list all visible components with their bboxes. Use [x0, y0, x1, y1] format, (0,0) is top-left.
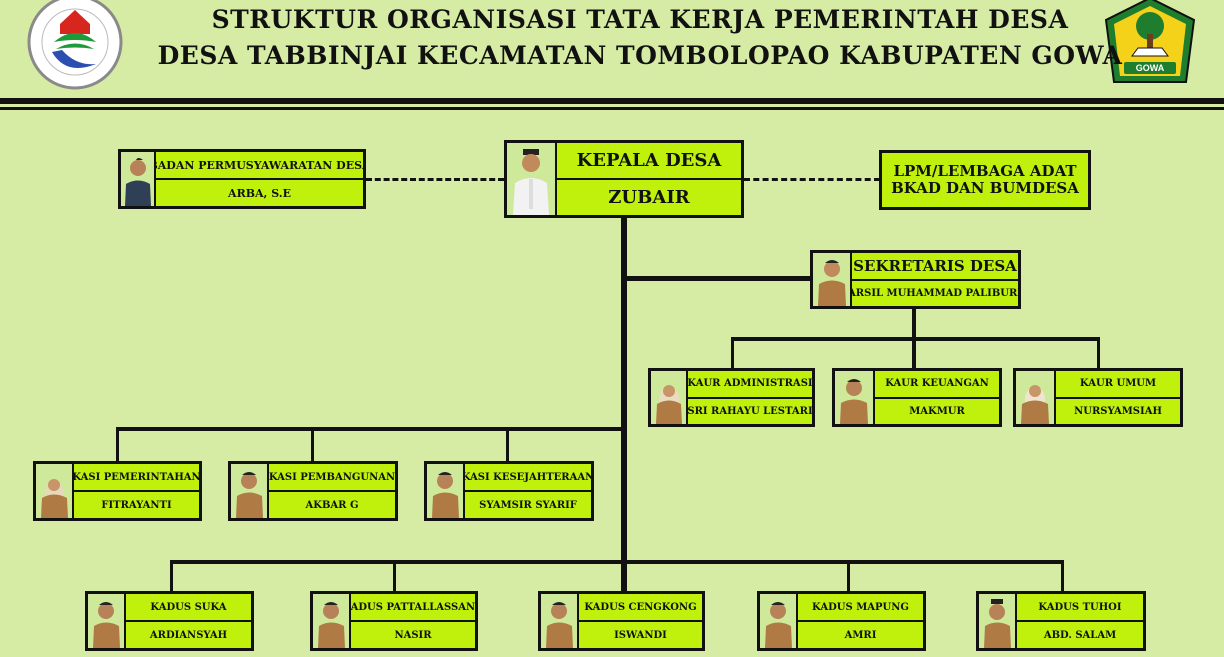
kadus-mapung-title: KADUS MAPUNG — [798, 594, 923, 620]
kadus-cengkong-photo — [541, 594, 577, 648]
kadus-drop-2 — [393, 560, 396, 594]
kaur-umum-photo — [1016, 371, 1054, 424]
node-kadus-cengkong: KADUS CENGKONG ISWANDI — [538, 591, 705, 651]
kaur-drop-3 — [1097, 337, 1100, 370]
page-title-line-1: STRUKTUR ORGANISASI TATA KERJA PEMERINTA… — [211, 5, 1069, 34]
node-kaur-umum: KAUR UMUM NURSYAMSIAH — [1013, 368, 1183, 427]
sekretaris-photo — [813, 253, 850, 306]
header-rule-thick — [0, 98, 1224, 104]
kadus-drop-1 — [170, 560, 173, 594]
bpd-photo — [121, 152, 154, 206]
kasi-kesejahteraan-name: SYAMSIR SYARIF — [465, 492, 591, 518]
kaur-keuangan-photo — [835, 371, 873, 424]
node-kadus-suka: KADUS SUKA ARDIANSYAH — [85, 591, 254, 651]
kasi-pembangunan-title: KASI PEMBANGUNAN — [269, 464, 395, 490]
kasi-pemerintahan-title: KASI PEMERINTAHAN — [74, 464, 199, 490]
gowa-regency-logo: GOWA — [1102, 0, 1198, 88]
kaur-keuangan-title: KAUR KEUANGAN — [875, 371, 999, 397]
page-title-line-2: DESA TABBINJAI KECAMATAN TOMBOLOPAO KABU… — [157, 41, 1123, 70]
partners-line-2: BKAD DAN BUMDESA — [891, 179, 1079, 197]
kadus-suka-name: ARDIANSYAH — [126, 622, 251, 648]
connector-secretary-down — [912, 306, 916, 339]
connector-head-bpd — [366, 178, 504, 181]
kasi-drop-1 — [116, 427, 119, 463]
kasi-kesejahteraan-title: KASI KESEJAHTERAAN — [465, 464, 591, 490]
kaur-umum-name: NURSYAMSIAH — [1056, 398, 1180, 424]
kaur-drop-2 — [912, 337, 916, 370]
node-kaur-administrasi: KAUR ADMINISTRASI SRI RAHAYU LESTARI — [648, 368, 815, 427]
kasi-pembangunan-name: AKBAR G — [269, 492, 395, 518]
trunk-line — [621, 216, 627, 594]
node-kasi-kesejahteraan: KASI KESEJAHTERAAN SYAMSIR SYARIF — [424, 461, 594, 521]
connector-head-partners — [744, 178, 880, 181]
kadus-pattallassang-name: NASIR — [351, 622, 475, 648]
kadus-bar — [170, 560, 1064, 564]
node-kasi-pemerintahan: KASI PEMERINTAHAN FITRAYANTI — [33, 461, 202, 521]
kaur-keuangan-name: MAKMUR — [875, 398, 999, 424]
kasi-pembangunan-photo — [231, 464, 267, 518]
kadus-tuhoi-name: ABD. SALAM — [1017, 622, 1143, 648]
kasi-drop-2 — [311, 427, 314, 463]
node-kadus-mapung: KADUS MAPUNG AMRI — [757, 591, 926, 651]
node-sekretaris: SEKRETARIS DESA ARSIL MUHAMMAD PALIBURI — [810, 250, 1021, 309]
kepala-desa-photo — [507, 143, 555, 215]
bpd-name: ARBA, S.E — [156, 180, 363, 206]
kaur-administrasi-title: KAUR ADMINISTRASI — [688, 371, 812, 397]
kasi-kesejahteraan-photo — [427, 464, 463, 518]
kadus-suka-photo — [88, 594, 124, 648]
gowa-logo-text: GOWA — [1135, 63, 1165, 73]
kadus-suka-title: KADUS SUKA — [126, 594, 251, 620]
kasi-drop-3 — [506, 427, 509, 463]
node-partners: LPM/LEMBAGA ADAT BKAD DAN BUMDESA — [879, 150, 1091, 210]
kepala-desa-title: KEPALA DESA — [557, 143, 741, 178]
kaur-drop-1 — [731, 337, 734, 370]
sekretaris-title: SEKRETARIS DESA — [852, 253, 1018, 279]
kadus-tuhoi-title: KADUS TUHOI — [1017, 594, 1143, 620]
bpd-title: BADAN PERMUSYAWARATAN DESA — [156, 152, 363, 178]
header-rule-thin — [0, 107, 1224, 110]
kadus-pattallassang-title: KADUS PATTALLASSANG — [351, 594, 475, 620]
node-kaur-keuangan: KAUR KEUANGAN MAKMUR — [832, 368, 1002, 427]
kaur-administrasi-name: SRI RAHAYU LESTARI — [688, 398, 812, 424]
sekretaris-name: ARSIL MUHAMMAD PALIBURI — [852, 280, 1018, 306]
kasi-pemerintahan-name: FITRAYANTI — [74, 492, 199, 518]
kadus-drop-5 — [1061, 560, 1064, 594]
kasi-pemerintahan-photo — [36, 464, 72, 518]
kadus-cengkong-name: ISWANDI — [579, 622, 702, 648]
kadus-mapung-name: AMRI — [798, 622, 923, 648]
node-kepala-desa: KEPALA DESA ZUBAIR — [504, 140, 744, 218]
kadus-cengkong-title: KADUS CENGKONG — [579, 594, 702, 620]
kadus-tuhoi-photo — [979, 594, 1015, 648]
ministry-logo — [26, 0, 124, 90]
connector-secretary — [624, 276, 812, 281]
kadus-drop-4 — [847, 560, 850, 594]
node-kadus-pattallassang: KADUS PATTALLASSANG NASIR — [310, 591, 478, 651]
node-kadus-tuhoi: KADUS TUHOI ABD. SALAM — [976, 591, 1146, 651]
kepala-desa-name: ZUBAIR — [557, 180, 741, 215]
partners-line-1: LPM/LEMBAGA ADAT — [893, 161, 1077, 180]
kadus-pattallassang-photo — [313, 594, 349, 648]
kaur-administrasi-photo — [651, 371, 686, 424]
node-kasi-pembangunan: KASI PEMBANGUNAN AKBAR G — [228, 461, 398, 521]
node-bpd: BADAN PERMUSYAWARATAN DESA ARBA, S.E — [118, 149, 366, 209]
kadus-mapung-photo — [760, 594, 796, 648]
kaur-umum-title: KAUR UMUM — [1056, 371, 1180, 397]
kasi-bar — [116, 427, 626, 431]
